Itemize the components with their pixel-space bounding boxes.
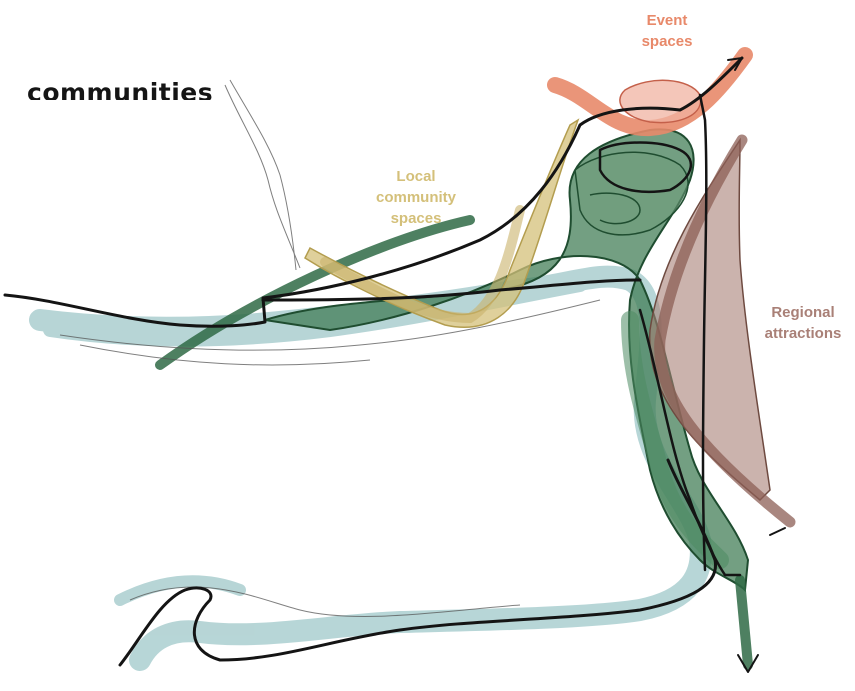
- page-heading: communities: [27, 74, 213, 100]
- event-zone: [555, 55, 745, 128]
- event-spaces-label: Event spaces: [622, 10, 712, 52]
- thin-lines: [60, 80, 600, 616]
- regional-attractions-label: Regional attractions: [748, 302, 855, 344]
- river-wash: [40, 277, 701, 660]
- local-community-label: Local community spaces: [356, 166, 476, 229]
